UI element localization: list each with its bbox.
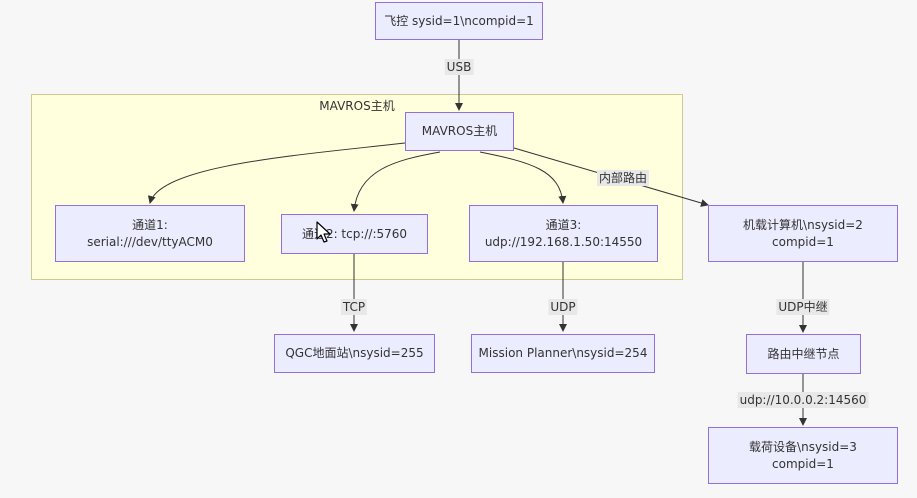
- node-mission-planner[interactable]: Mission Planner\nsysid=254: [471, 334, 655, 373]
- node-label-line: 飞控 sysid=1\ncompid=1: [384, 13, 534, 28]
- node-label-line: 路由中继节点: [767, 346, 840, 361]
- node-label-line: 机载计算机\nsysid=2: [743, 217, 863, 232]
- node-label-line: Mission Planner\nsysid=254: [478, 346, 648, 360]
- edge-label-internal: 内部路由: [596, 170, 650, 186]
- edge-label-usb: USB: [444, 59, 474, 75]
- edge-mavros-ch1: [147, 142, 406, 204]
- node-label-line: serial:///dev/ttyACM0: [87, 234, 213, 249]
- node-relay[interactable]: 路由中继节点: [746, 334, 861, 374]
- node-qgc-ground-station[interactable]: QGC地面站\nsysid=255: [274, 334, 435, 373]
- edge-label-udp: UDP: [548, 299, 578, 315]
- node-label-line: 通道2: tcp://:5760: [301, 226, 408, 241]
- edge-mavros-ch2: [350, 151, 441, 212]
- node-label-line: 载荷设备\nsysid=3: [749, 439, 857, 454]
- node-channel-3[interactable]: 通道3: udp://192.168.1.50:14550: [469, 205, 658, 262]
- node-label-line: 通道1:: [132, 217, 168, 232]
- node-label-line: QGC地面站\nsysid=255: [285, 346, 424, 360]
- node-channel-1[interactable]: 通道1: serial:///dev/ttyACM0: [55, 205, 245, 262]
- node-label-line: 通道3:: [545, 217, 582, 232]
- node-label-line: udp://192.168.1.50:14550: [484, 234, 643, 249]
- node-channel-2[interactable]: 通道2: tcp://:5760: [281, 214, 428, 254]
- node-label-line: compid=1: [772, 234, 834, 249]
- node-label-line: compid=1: [772, 456, 834, 471]
- edge-mavros-ch3: [479, 151, 567, 204]
- node-flight-controller[interactable]: 飞控 sysid=1\ncompid=1: [375, 2, 543, 40]
- edge-label-udp-relay: UDP中继: [776, 299, 830, 315]
- mouse-cursor-icon: [316, 221, 331, 243]
- edge-label-relay-addr: udp://10.0.0.2:14560: [737, 392, 869, 408]
- node-label-line: MAVROS主机: [421, 124, 498, 138]
- node-mavros[interactable]: MAVROS主机: [405, 112, 514, 151]
- subgraph-title: MAVROS主机: [319, 99, 395, 113]
- edge-label-tcp: TCP: [340, 299, 368, 315]
- node-payload[interactable]: 载荷设备\nsysid=3 compid=1: [708, 427, 898, 484]
- node-onboard-computer[interactable]: 机载计算机\nsysid=2 compid=1: [708, 205, 898, 262]
